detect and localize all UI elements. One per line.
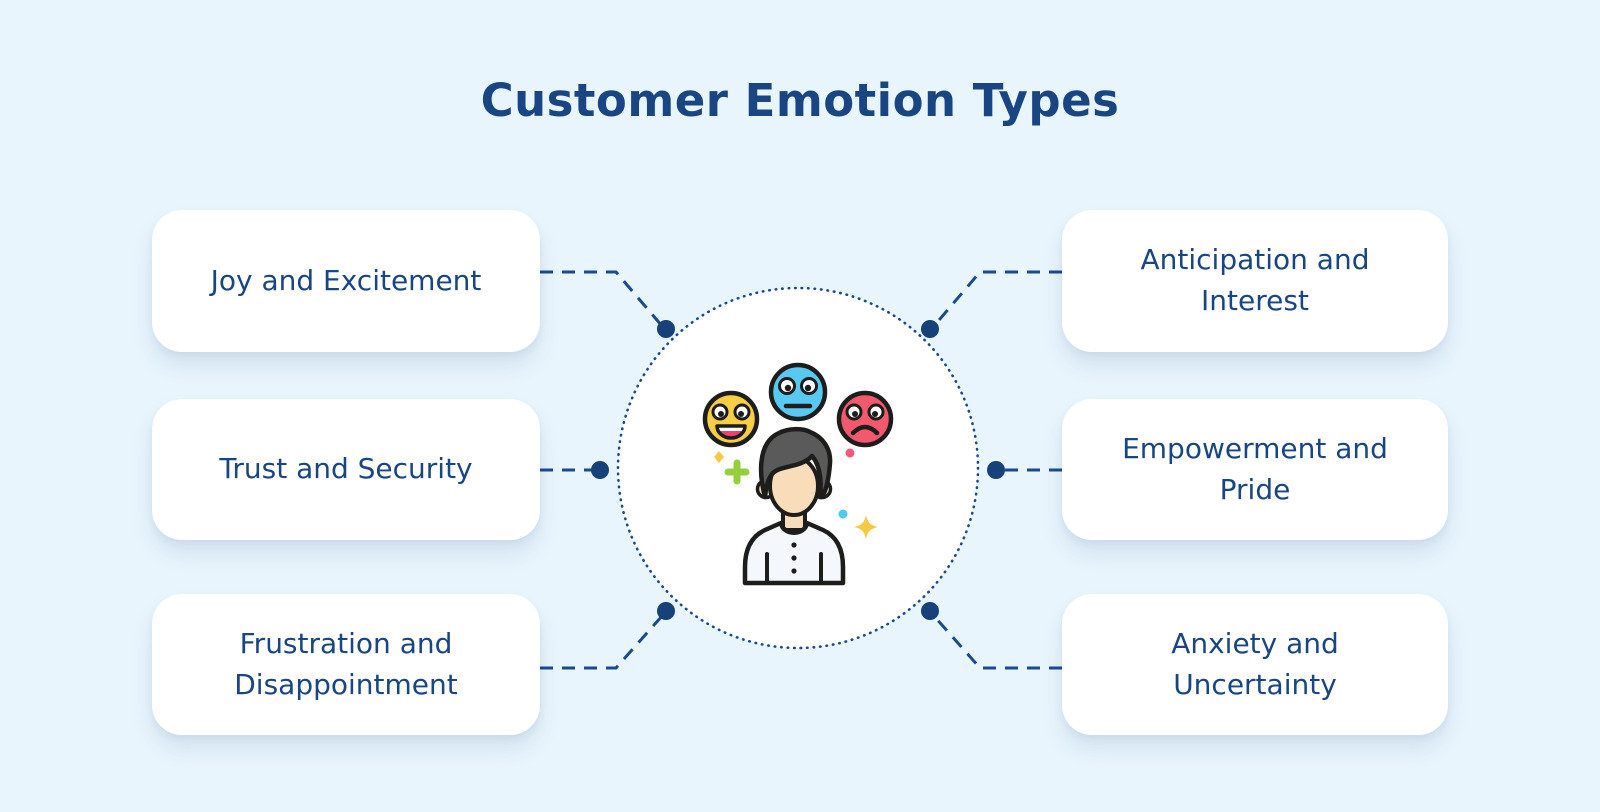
sad-face-icon xyxy=(836,390,894,448)
connector-top-left xyxy=(540,270,664,327)
connector-bottom-right xyxy=(932,615,1062,670)
emotion-label: Empowerment and Pride xyxy=(1122,431,1388,506)
emotion-node-joy: Joy and Excitement xyxy=(152,210,540,352)
emotion-node-frustration: Frustration and Disappointment xyxy=(152,594,540,735)
sparkle-icons xyxy=(714,448,878,539)
yellow-diamond-icon xyxy=(714,451,724,463)
happy-face-icon xyxy=(702,390,760,448)
connector-dot-bottom-left xyxy=(657,602,675,620)
emotion-node-anxiety: Anxiety and Uncertainty xyxy=(1062,594,1448,735)
emotion-label: Trust and Security xyxy=(219,452,473,486)
emotion-label: Frustration and Disappointment xyxy=(234,626,458,701)
connector-top-right xyxy=(932,270,1062,327)
pink-dot-icon xyxy=(845,448,855,458)
connector-dot-middle-left xyxy=(591,461,609,479)
connector-dots xyxy=(591,320,1005,620)
emotion-label: Joy and Excitement xyxy=(210,263,482,297)
emotion-node-anticipation: Anticipation and Interest xyxy=(1062,210,1448,352)
emotion-label: Anxiety and Uncertainty xyxy=(1171,626,1339,701)
connector-dot-bottom-right xyxy=(921,602,939,620)
connector-bottom-left xyxy=(540,615,664,670)
page-title: Customer Emotion Types xyxy=(480,74,1120,127)
connectors xyxy=(540,270,1062,670)
blue-dot-icon xyxy=(838,509,848,519)
emotion-node-trust: Trust and Security xyxy=(152,399,540,540)
green-plus-icon xyxy=(724,459,750,485)
connector-dot-top-right xyxy=(921,320,939,338)
emotion-label: Anticipation and Interest xyxy=(1140,243,1370,317)
person-icon xyxy=(742,426,846,586)
yellow-sparkle-icon xyxy=(854,515,878,539)
customer-emotions-illustration xyxy=(702,362,894,586)
neutral-face-icon xyxy=(768,362,828,422)
emotion-node-empowerment: Empowerment and Pride xyxy=(1062,399,1448,540)
connector-dot-top-left xyxy=(657,320,675,338)
connector-dot-middle-right xyxy=(987,461,1005,479)
